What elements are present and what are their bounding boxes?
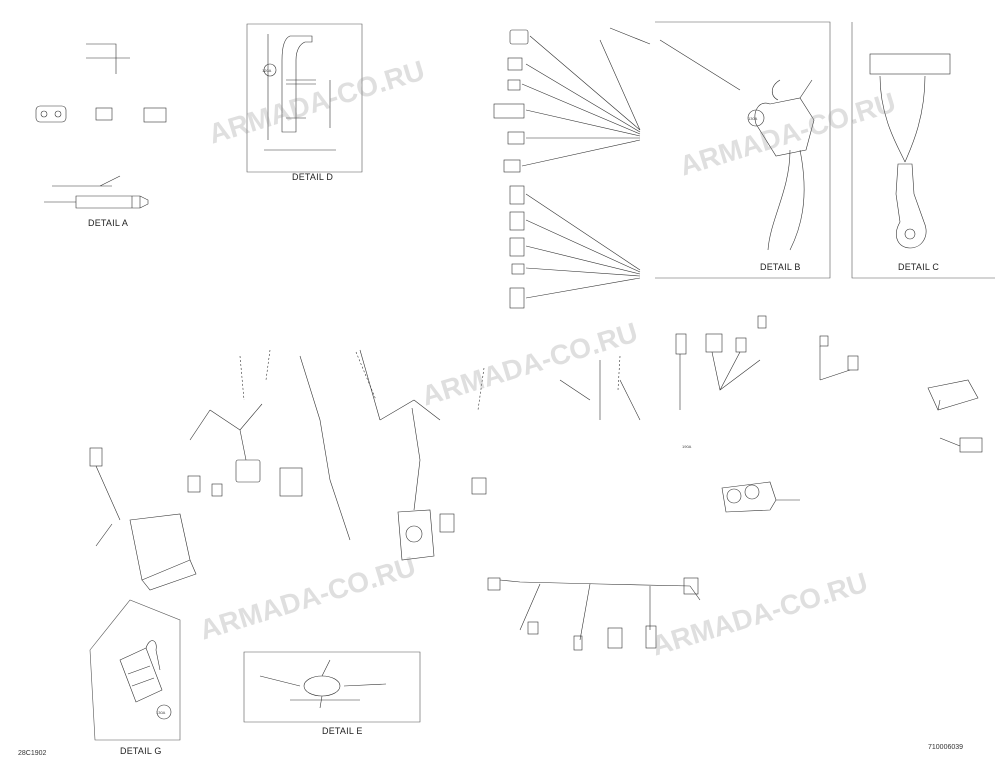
detail-c-title: DETAIL C [898,262,940,272]
detail-d-title: DETAIL D [292,172,334,182]
callout-detail-b: 130A [748,116,758,121]
detail-a-title: DETAIL A [88,218,129,228]
figure-code-right: 710006039 [928,744,964,751]
detail-b-title: DETAIL B [760,262,801,272]
callout-detail-d: 120A [262,68,272,73]
detail-e-title: DETAIL E [322,726,363,736]
detail-g-title: DETAIL G [120,746,162,756]
callout-detail-g: 130A [156,710,166,715]
callout-center-right: 190A [682,444,692,449]
figure-code-left: 28C1902 [18,750,47,757]
